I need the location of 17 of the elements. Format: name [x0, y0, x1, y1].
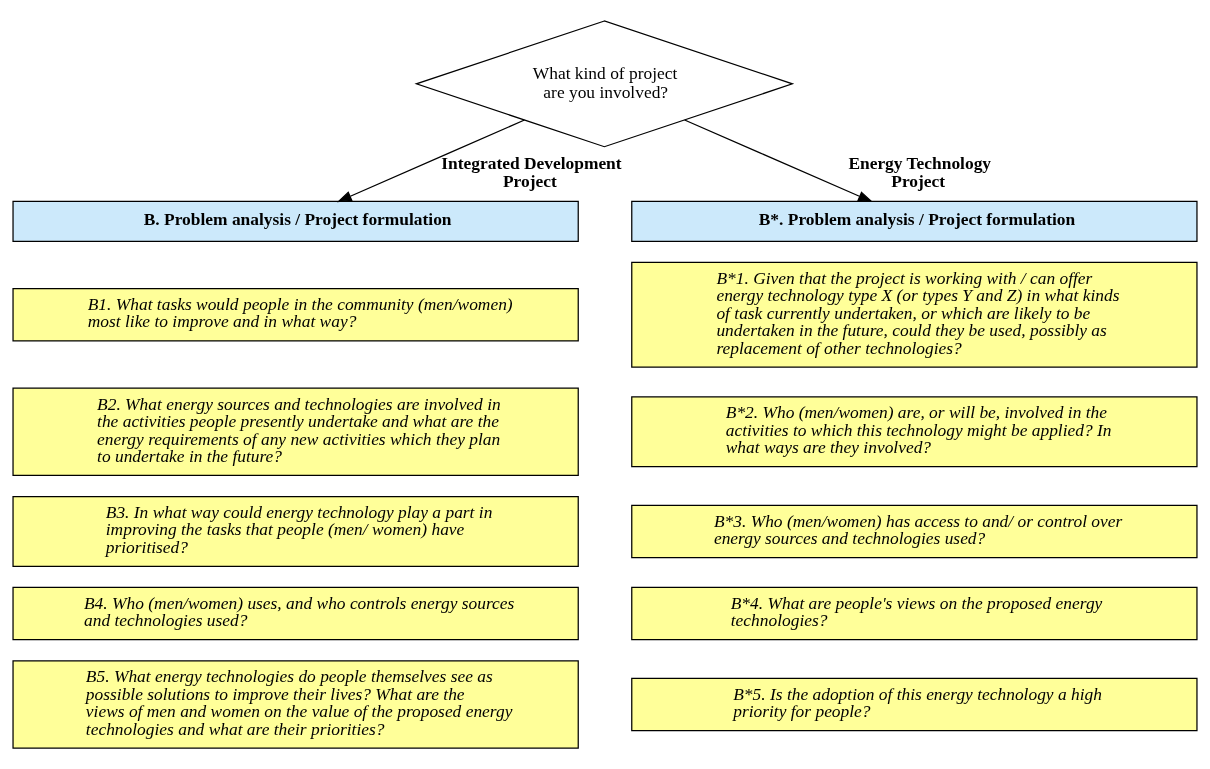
node-box: B5. What energy technologies do people themselves see as possible solutions to improve their lives? What are the views of men and women on the value of the proposed energy technologies and what are their priorities? — [12, 660, 579, 749]
node-box: B*4. What are people's views on the proposed energy technologies? — [631, 586, 1198, 641]
node-box: B*2. Who (men/women) are, or will be, involved in the activities to which this technology might be applied? In what ways are they involved? — [631, 396, 1198, 468]
node-box: B4. Who (men/women) uses, and who controls energy sources and technologies used? — [12, 586, 579, 641]
node-box: B*5. Is the adoption of this energy technology a high priority for people? — [631, 677, 1198, 732]
edge-label: Integrated Development Project — [441, 153, 622, 191]
arrow — [336, 119, 526, 203]
node-diamond: What kind of project are you involved? — [414, 20, 795, 148]
node-box: B*1. Given that the project is working with / can offer energy technology type X (or types Y and Z) in what kinds of task currently undertaken, or which are likely to be undertaken in the future, could they be used, possibly as replacement of other technologies? — [631, 261, 1198, 368]
arrow — [684, 119, 873, 203]
node-box: B*3. Who (men/women) has access to and/ or control over energy sources and technologies used? — [631, 504, 1198, 559]
edge-label: Energy Technology Project — [848, 153, 992, 191]
node-box: B. Problem analysis / Project formulation — [12, 200, 579, 242]
node-box: B1. What tasks would people in the community (men/women) most like to improve and in what way? — [12, 288, 579, 342]
node-box: B*. Problem analysis / Project formulation — [631, 200, 1198, 242]
node-box: B3. In what way could energy technology play a part in improving the tasks that people (men/ women) have prioritised? — [12, 495, 579, 567]
node-box: B2. What energy sources and technologies are involved in the activities people presently undertake and what are the energy requirements of any new activities which they plan to undertake in the future? — [12, 387, 579, 476]
